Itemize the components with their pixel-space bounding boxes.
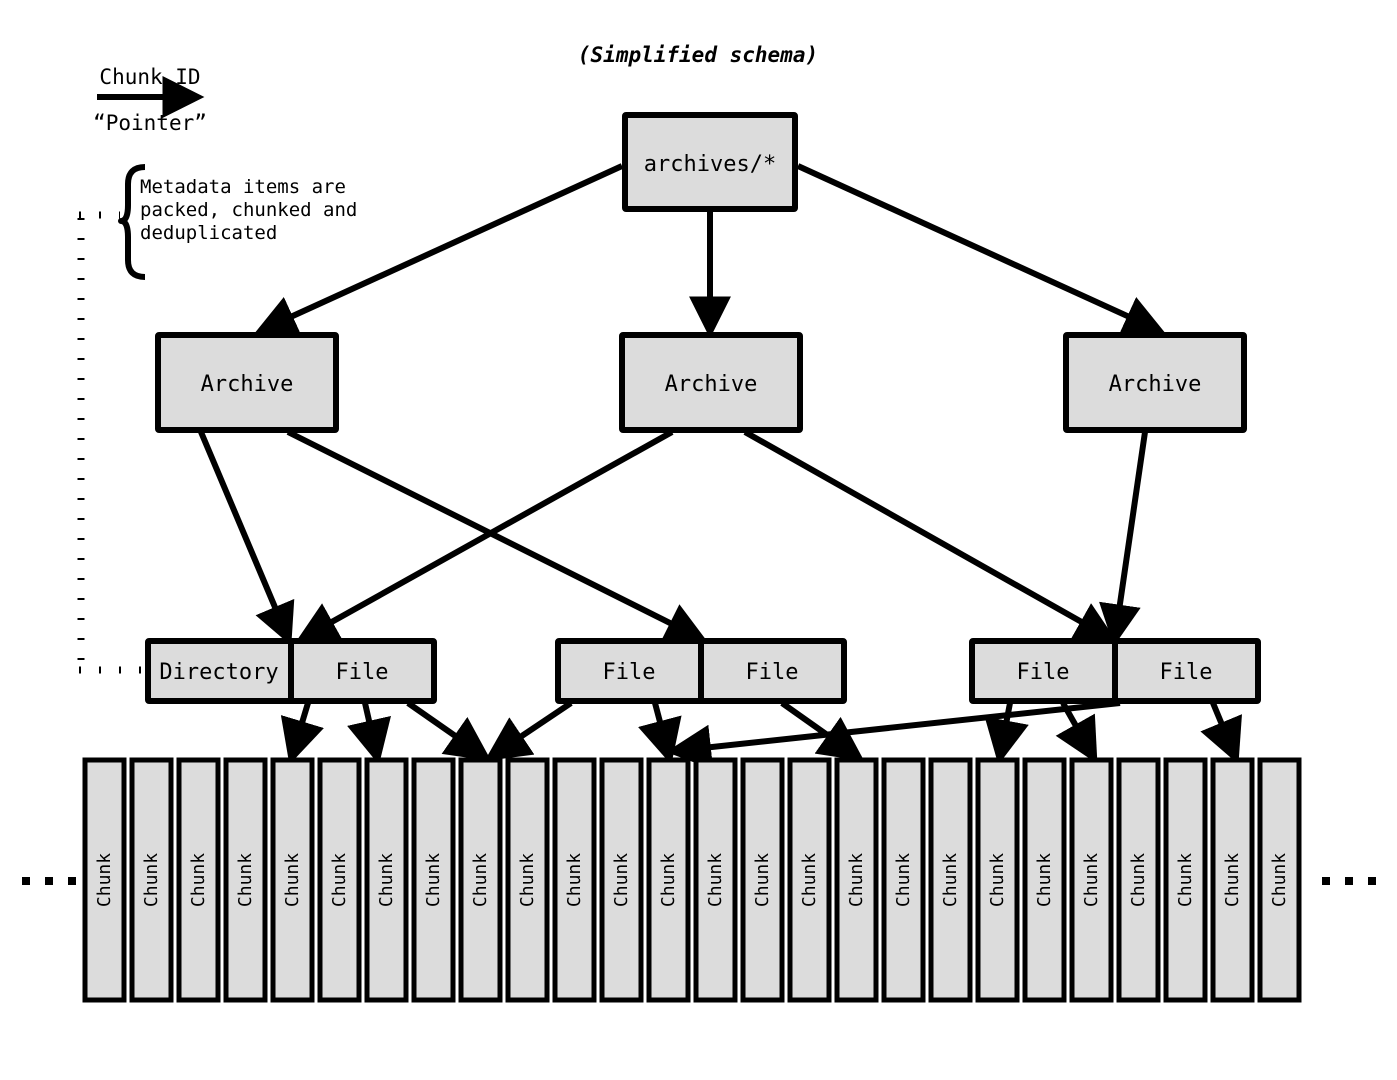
chunk-label: Chunk — [329, 853, 350, 907]
node-item-file-3: File — [746, 660, 799, 685]
chunk-box[interactable] — [1257, 757, 1302, 1003]
chunk-box[interactable] — [928, 757, 973, 1003]
chunk-box[interactable] — [881, 757, 926, 1003]
chunk-box[interactable] — [411, 757, 456, 1003]
chunk-box[interactable] — [317, 757, 362, 1003]
chunk-box[interactable] — [740, 757, 785, 1003]
chunk-box[interactable] — [364, 757, 409, 1003]
edge-archive2-to-group3 — [743, 429, 1118, 643]
chunk-box[interactable] — [458, 757, 503, 1003]
edge-item2-to-chunk-12 — [638, 702, 682, 765]
chunk-label: Chunk — [1081, 853, 1102, 907]
node-archive-1-label: Archive — [201, 372, 294, 397]
edge-item5-to-chunk-25 — [1200, 701, 1242, 765]
node-item-file-4: File — [1017, 660, 1070, 685]
chunk-box[interactable] — [552, 757, 597, 1003]
node-archive-3[interactable] — [1063, 332, 1247, 433]
chunk-box[interactable] — [1210, 757, 1255, 1003]
edge-item1-to-chunk-5 — [280, 702, 324, 765]
edge-archive1-to-group2 — [286, 429, 708, 642]
chunk-box[interactable] — [176, 757, 221, 1003]
chunk-box[interactable] — [834, 757, 879, 1003]
chunk-label: Chunk — [1034, 853, 1055, 907]
chunk-box[interactable] — [223, 757, 268, 1003]
chunk-label: Chunk — [940, 853, 961, 907]
chunk-box[interactable] — [1069, 757, 1114, 1003]
curly-brace-icon — [118, 164, 146, 280]
edge-root-to-archive-3 — [796, 163, 1166, 336]
chunk-label: Chunk — [423, 853, 444, 907]
chunk-box[interactable] — [1022, 757, 1067, 1003]
edge-item1-to-chunk-7 — [347, 702, 391, 765]
chunk-box[interactable] — [1163, 757, 1208, 1003]
chunk-box[interactable] — [82, 757, 127, 1003]
page-title: (Simplified schema) — [578, 43, 818, 67]
chunk-box[interactable] — [693, 757, 738, 1003]
edge-archive1-to-group1 — [198, 430, 295, 646]
chunk-box[interactable] — [599, 757, 644, 1003]
edge-item1-to-chunk-9 — [406, 700, 492, 762]
chunk-label: Chunk — [282, 853, 303, 907]
chunk-label: Chunk — [987, 853, 1008, 907]
chunk-label: Chunk — [564, 853, 585, 907]
annotation-line-1: Metadata items are — [140, 176, 346, 198]
annotation-line-2: packed, chunked and — [140, 199, 357, 221]
chunk-label: Chunk — [893, 853, 914, 907]
chunk-label: Chunk — [846, 853, 867, 907]
node-archive-3-label: Archive — [1109, 372, 1202, 397]
chunk-box[interactable] — [1116, 757, 1161, 1003]
node-archive-2-label: Archive — [665, 372, 758, 397]
edge-root-to-archive-1 — [254, 163, 624, 336]
chunk-box[interactable] — [505, 757, 550, 1003]
chunk-label: Chunk — [235, 853, 256, 907]
chunk-box[interactable] — [646, 757, 691, 1003]
node-archives-root-label: archives/* — [644, 152, 776, 177]
node-archives-root[interactable] — [622, 112, 798, 212]
edge-item5-to-chunk-12 — [666, 700, 1121, 770]
chunk-box[interactable] — [270, 757, 315, 1003]
chunk-row: Chunk Chunk Chunk Chunk Chunk Chunk Chunk Chunk… — [82, 757, 1302, 1003]
node-archive-2[interactable] — [619, 332, 803, 433]
node-item-file-2: File — [603, 660, 656, 685]
chunk-label: Chunk — [1128, 853, 1149, 907]
chunk-box[interactable] — [129, 757, 174, 1003]
chunk-label: Chunk — [658, 853, 679, 907]
chunk-label: Chunk — [517, 853, 538, 907]
legend-top-label: Chunk ID — [99, 65, 200, 89]
edge-item2-to-chunk-9 — [484, 700, 573, 762]
node-item-file-5: File — [1160, 660, 1213, 685]
edge-archive2-to-group1 — [295, 429, 674, 643]
chunk-box[interactable] — [975, 757, 1020, 1003]
chunk-label: Chunk — [141, 853, 162, 907]
chunk-row-left-ellipsis — [22, 877, 76, 885]
chunk-row-right-ellipsis — [1322, 877, 1376, 885]
chunk-label: Chunk — [1175, 853, 1196, 907]
edge-item4-to-chunk-20 — [984, 702, 1029, 765]
chunk-label: Chunk — [752, 853, 773, 907]
chunk-label: Chunk — [1222, 853, 1243, 907]
chunk-label: Chunk — [705, 853, 726, 907]
chunk-label: Chunk — [470, 853, 491, 907]
chunk-label: Chunk — [188, 853, 209, 907]
node-archive-1[interactable] — [155, 332, 339, 433]
edge-item3-to-chunk-17 — [780, 700, 865, 762]
legend-bottom-label: “Pointer” — [93, 111, 207, 135]
node-item-file-1: File — [336, 660, 389, 685]
edge-archive3-to-group3 — [1099, 431, 1148, 647]
chunk-box[interactable] — [787, 757, 832, 1003]
chunk-label: Chunk — [376, 853, 397, 907]
chunk-label: Chunk — [799, 853, 820, 907]
chunk-label: Chunk — [611, 853, 632, 907]
node-item-directory-1: Directory — [159, 660, 278, 685]
edge-item4-to-chunk-22 — [1055, 701, 1098, 764]
chunk-label: Chunk — [1269, 853, 1290, 907]
annotation-line-3: deduplicated — [140, 222, 277, 244]
chunk-label: Chunk — [94, 853, 115, 907]
